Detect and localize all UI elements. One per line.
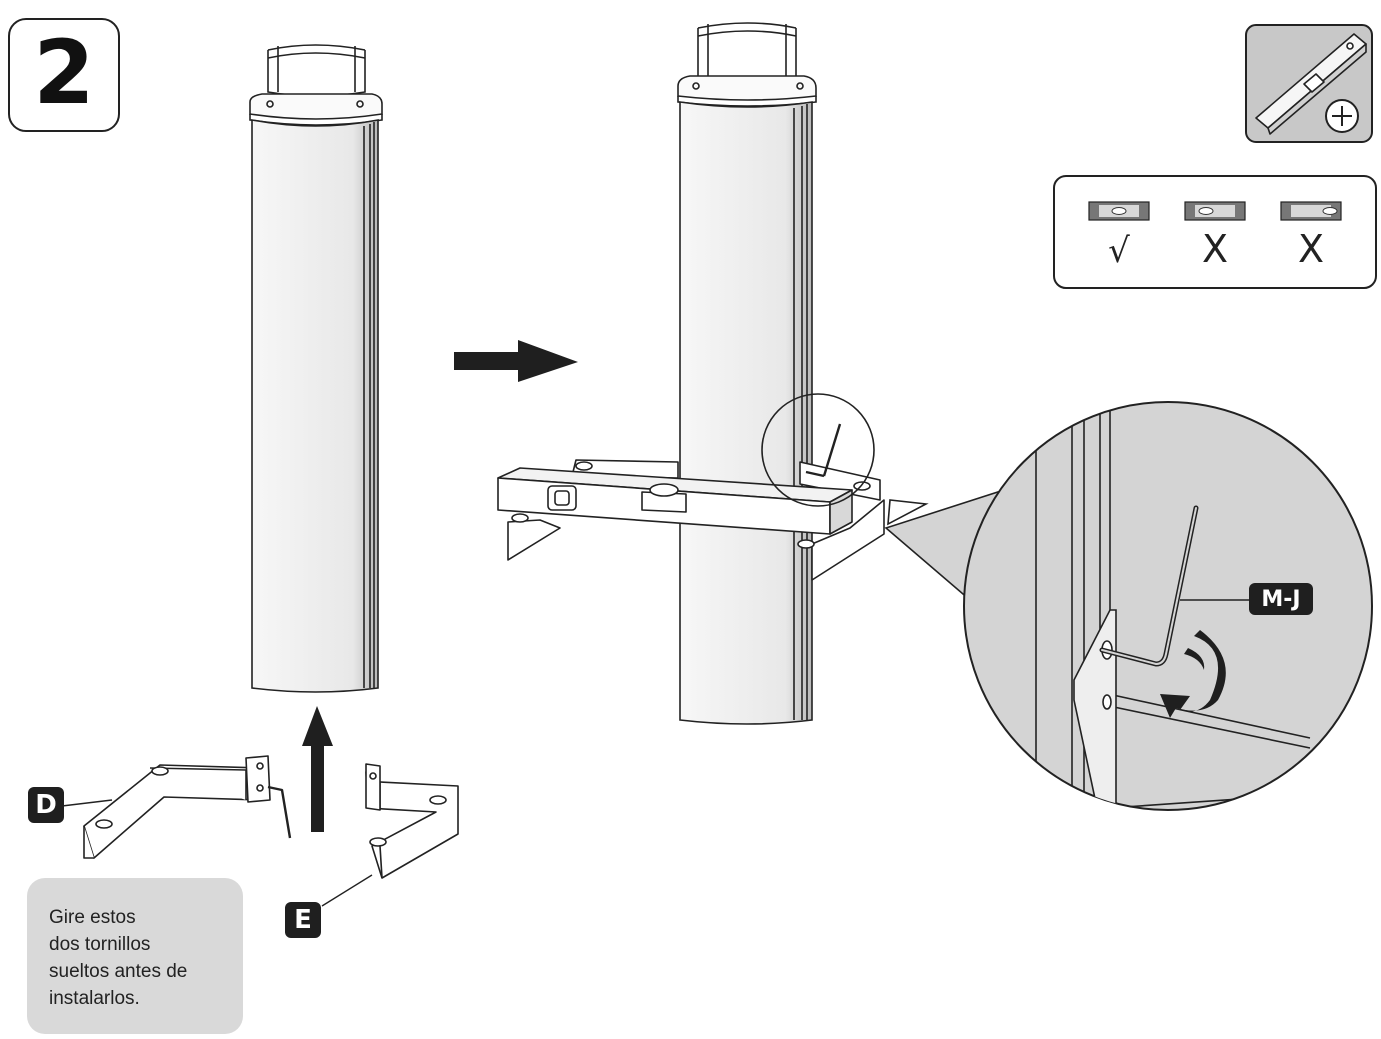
step-number: 2 (33, 21, 95, 124)
label-bracket-e: E (285, 902, 321, 938)
arrow-right-icon (454, 340, 578, 382)
level-check-mark-1: √ (1108, 231, 1130, 271)
note-line-3: sueltos antes de (49, 961, 188, 982)
rotate-arrow-icon (1160, 630, 1226, 718)
bubble-vial-centered (1088, 201, 1150, 221)
level-check-mark-2: X (1202, 227, 1228, 271)
zoom-detail (884, 401, 1373, 811)
bracket-d-leader (61, 799, 113, 807)
bracket-e-leader (321, 874, 373, 907)
right-column (677, 22, 817, 725)
step-number-box: 2 (8, 18, 120, 132)
left-column (249, 44, 383, 693)
note-line-4: instalarlos. (49, 988, 140, 1009)
level-check-mark-3: X (1298, 227, 1324, 271)
note-line-2: dos tornillos (49, 934, 151, 955)
label-hex-key: M-J (1249, 583, 1313, 615)
arrow-up-icon (302, 706, 333, 832)
bracket-d (83, 755, 292, 859)
label-bracket-d: D (28, 787, 64, 823)
plus-circle-icon (1325, 99, 1359, 133)
bubble-vial-right (1280, 201, 1342, 221)
bubble-vial-left (1184, 201, 1246, 221)
spirit-level-on-column (497, 467, 853, 535)
detail-magnifier (761, 393, 929, 526)
bracket-e (365, 763, 459, 879)
note-line-1: Gire estos (49, 907, 136, 928)
level-check-panel: √ X X (1053, 175, 1377, 289)
instruction-note: Gire estos dos tornillos sueltos antes d… (27, 878, 243, 1034)
